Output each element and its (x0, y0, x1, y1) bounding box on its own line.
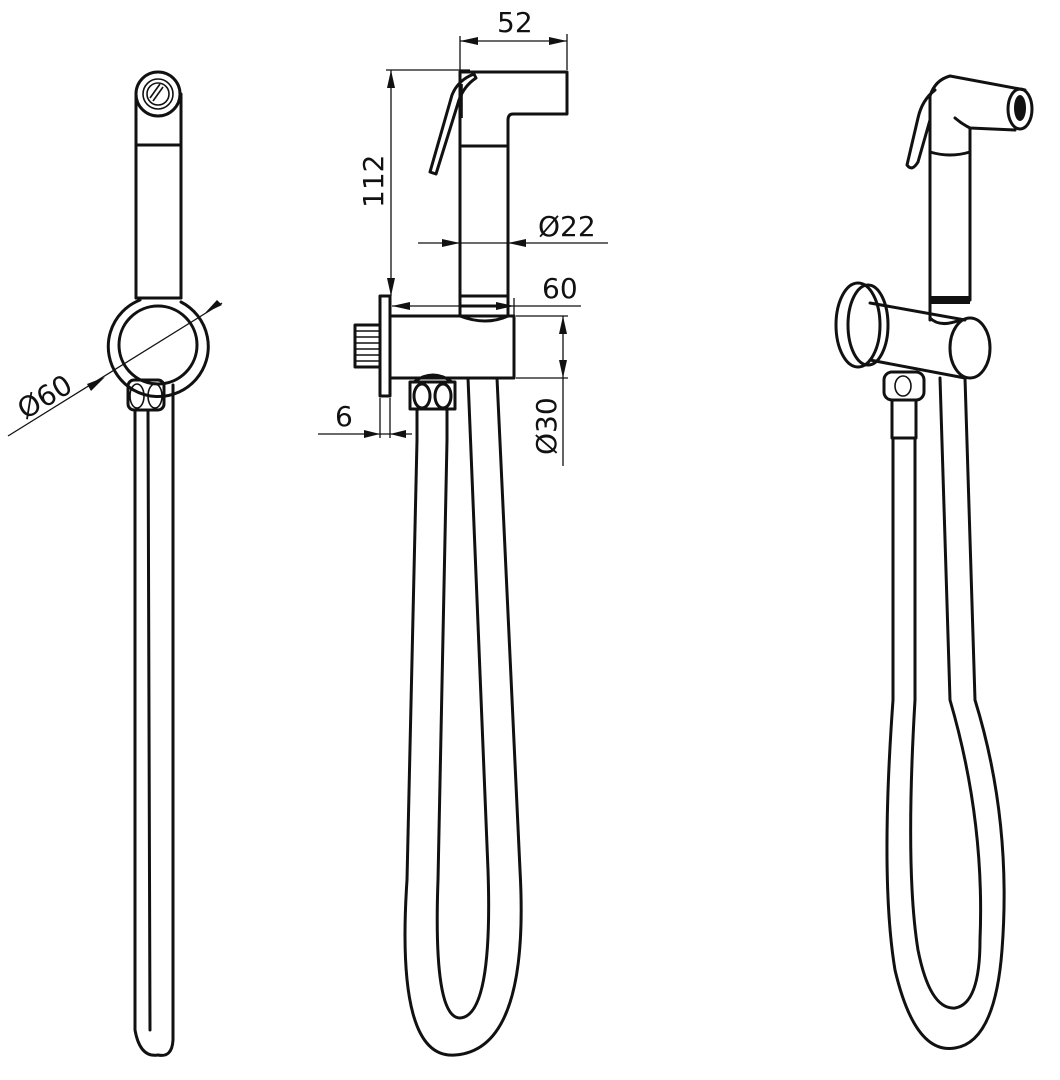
front-view (106, 70, 210, 1057)
dimension-handle-diameter: Ø22 (418, 210, 608, 247)
perspective-view (834, 74, 1034, 1051)
dimension-bracket-depth: 60 (392, 272, 581, 316)
dimension-flange-thickness: 6 (318, 398, 412, 438)
label-60: 60 (542, 272, 578, 305)
dimension-bracket-body-diameter: Ø30 (516, 315, 568, 466)
label-diameter-22: Ø22 (538, 210, 596, 243)
label-112: 112 (357, 155, 390, 208)
label-diameter-30: Ø30 (530, 397, 563, 455)
label-52: 52 (497, 6, 533, 39)
label-6: 6 (335, 400, 353, 433)
label-diameter-60: Ø60 (12, 368, 78, 426)
dimension-total-height: 112 (357, 69, 470, 296)
side-view (353, 70, 569, 1057)
dimension-head-length: 52 (459, 6, 568, 70)
